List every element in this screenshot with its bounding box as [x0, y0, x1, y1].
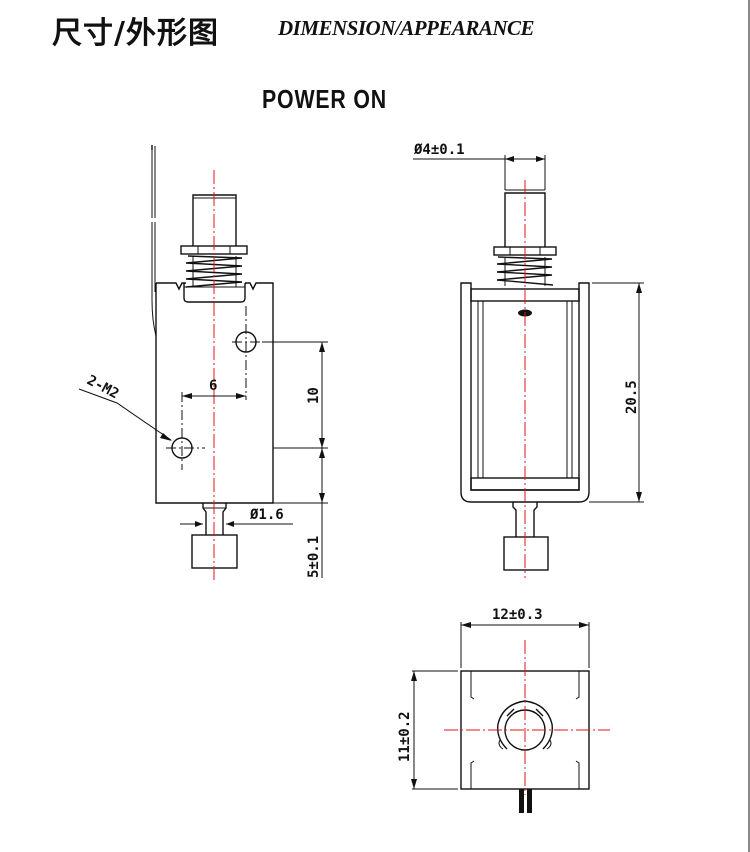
dim-label-plunger-extension: 5±0.1 — [306, 536, 322, 578]
mount-hole-upper — [232, 306, 262, 400]
dim-label-shaft-diameter: Ø1.6 — [249, 507, 284, 523]
dim-width: 12±0.3 — [460, 607, 590, 668]
side-view: 6 10 2-M2 Ø1.6 5±0.1 — [78, 145, 328, 580]
front-frame — [460, 282, 590, 503]
dim-label-10: 10 — [306, 387, 322, 404]
dim-label-6: 6 — [209, 378, 217, 394]
dim-mount-holes-leader: 2-M2 — [78, 372, 172, 441]
corner-notches — [470, 671, 580, 789]
dim-plunger-diameter: Ø4±0.1 — [413, 142, 546, 190]
dim-depth: 11±0.2 — [397, 670, 458, 790]
dim-label-body-height: 20.5 — [624, 380, 640, 414]
dim-shaft-diameter: Ø1.6 — [180, 507, 293, 527]
lead-wire-2 — [527, 789, 532, 813]
dim-plunger-extension: 5±0.1 — [306, 536, 322, 578]
title-english: DIMENSION/APPEARANCE — [278, 16, 535, 40]
bottom-view: 12±0.3 11±0.2 — [397, 607, 610, 813]
dim-label-plunger-diameter: Ø4±0.1 — [413, 142, 465, 158]
dim-label-width: 12±0.3 — [492, 607, 543, 623]
mount-hole-lower — [166, 392, 205, 470]
title-chinese: 尺寸/外形图 — [52, 16, 219, 51]
dim-hole-spacing-horizontal: 6 — [182, 378, 246, 399]
front-shaft — [503, 502, 549, 571]
drawing-frame-border — [748, 0, 750, 852]
state-label: POWER ON — [262, 84, 388, 114]
front-plunger — [493, 189, 557, 256]
dim-hole-spacing-vertical: 10 — [262, 341, 328, 578]
front-view: Ø4±0.1 20.5 — [413, 142, 644, 578]
lead-wire-1 — [519, 789, 524, 813]
dim-label-depth: 11±0.2 — [397, 711, 413, 762]
centerline-bottom — [444, 640, 610, 795]
lead-wire — [151, 145, 157, 337]
spring — [185, 255, 243, 288]
dim-body-height: 20.5 — [589, 282, 644, 503]
